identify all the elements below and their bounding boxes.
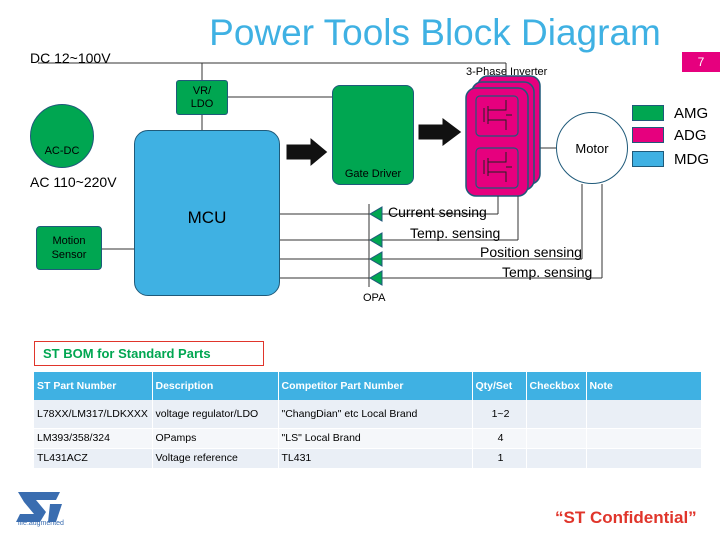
bom-cell-note — [586, 400, 702, 429]
legend-item-mdg: MDG — [632, 146, 709, 172]
table-row: TL431ACZ Voltage reference TL431 1 — [34, 448, 702, 469]
vr-ldo-block: VR/ LDO — [176, 80, 228, 115]
mcu-label: MCU — [187, 208, 227, 227]
legend-item-amg: AMG — [632, 102, 709, 124]
logo-tagline: life.augmented — [18, 520, 64, 527]
legend-label-mdg: MDG — [674, 150, 709, 168]
bom-header-competitor: Competitor Part Number — [278, 372, 473, 400]
bom-cell-description: OPamps — [152, 428, 279, 449]
bom-cell-checkbox — [526, 448, 587, 469]
st-logo-mark — [16, 492, 62, 522]
gate-driver-label: Gate Driver — [344, 168, 402, 180]
motion-sensor-line1: Motion — [52, 235, 86, 247]
legend: AMG ADG MDG — [632, 102, 709, 172]
confidential-label: “ST Confidential” — [555, 508, 697, 527]
legend-label-amg: AMG — [674, 104, 709, 122]
bom-cell-checkbox — [526, 428, 587, 449]
slide-title: Power Tools Block Diagram — [209, 12, 661, 53]
sensing-label-position: Position sensing — [480, 244, 582, 260]
bom-cell-qty: 1~2 — [472, 400, 527, 429]
motion-sensor-line2: Sensor — [51, 249, 87, 261]
legend-swatch-amg — [632, 105, 664, 121]
bom-cell-competitor: TL431 — [278, 448, 473, 469]
bom-cell-checkbox — [526, 400, 587, 429]
dc-range-label: DC 12~100V — [30, 50, 111, 66]
ac-range-label: AC 110~220V — [30, 174, 117, 190]
bom-cell-note — [586, 428, 702, 449]
bom-header-checkbox: Checkbox — [526, 372, 587, 400]
legend-swatch-adg — [632, 127, 664, 143]
bom-cell-competitor: "LS" Local Brand — [278, 428, 473, 449]
bom-cell-note — [586, 448, 702, 469]
vr-ldo-line2: LDO — [190, 97, 214, 110]
bom-cell-part: L78XX/LM317/LDKXXX — [34, 400, 153, 429]
gate-driver-block: Gate Driver — [332, 85, 414, 185]
bom-cell-part: LM393/358/324 — [34, 428, 153, 449]
legend-item-adg: ADG — [632, 124, 709, 146]
ac-dc-block: AC-DC — [30, 104, 94, 168]
motor-label: Motor — [575, 140, 609, 156]
inverter-label: 3-Phase Inverter — [466, 66, 548, 78]
sensing-label-temp-1: Temp. sensing — [410, 225, 501, 241]
bom-cell-qty: 4 — [472, 428, 527, 449]
opa-label: OPA — [363, 292, 386, 304]
inverter-boards — [465, 75, 541, 197]
bom-cell-competitor: "ChangDian" etc Local Brand — [278, 400, 473, 429]
bom-header-part-number: ST Part Number — [34, 372, 153, 400]
bom-title: ST BOM for Standard Parts — [34, 341, 264, 366]
bom-cell-qty: 1 — [472, 448, 527, 469]
sensing-label-temp-2: Temp. sensing — [502, 264, 593, 280]
page-number: 7 — [682, 52, 720, 72]
bom-cell-part: TL431ACZ — [34, 448, 153, 469]
motion-sensor-block: Motion Sensor — [36, 226, 102, 270]
bom-header-note: Note — [586, 372, 702, 400]
sensing-label-current: Current sensing — [388, 204, 487, 220]
bom-table: ST Part Number Description Competitor Pa… — [34, 372, 702, 469]
mcu-block: MCU — [134, 130, 280, 296]
ac-dc-label: AC-DC — [44, 145, 80, 157]
motor-block: Motor — [556, 112, 628, 184]
bom-header-row: ST Part Number Description Competitor Pa… — [34, 372, 702, 400]
gate-to-inverter-arrow — [417, 116, 463, 148]
legend-swatch-mdg — [632, 151, 664, 167]
mcu-to-gate-arrow — [285, 135, 329, 169]
bom-header-qty: Qty/Set — [472, 372, 527, 400]
bom-cell-description: Voltage reference — [152, 448, 279, 469]
bom-header-description: Description — [152, 372, 279, 400]
vr-ldo-line1: VR/ — [192, 84, 212, 97]
legend-label-adg: ADG — [674, 126, 707, 144]
table-row: LM393/358/324 OPamps "LS" Local Brand 4 — [34, 428, 702, 449]
bom-cell-description: voltage regulator/LDO — [152, 400, 279, 429]
table-row: L78XX/LM317/LDKXXX voltage regulator/LDO… — [34, 400, 702, 429]
